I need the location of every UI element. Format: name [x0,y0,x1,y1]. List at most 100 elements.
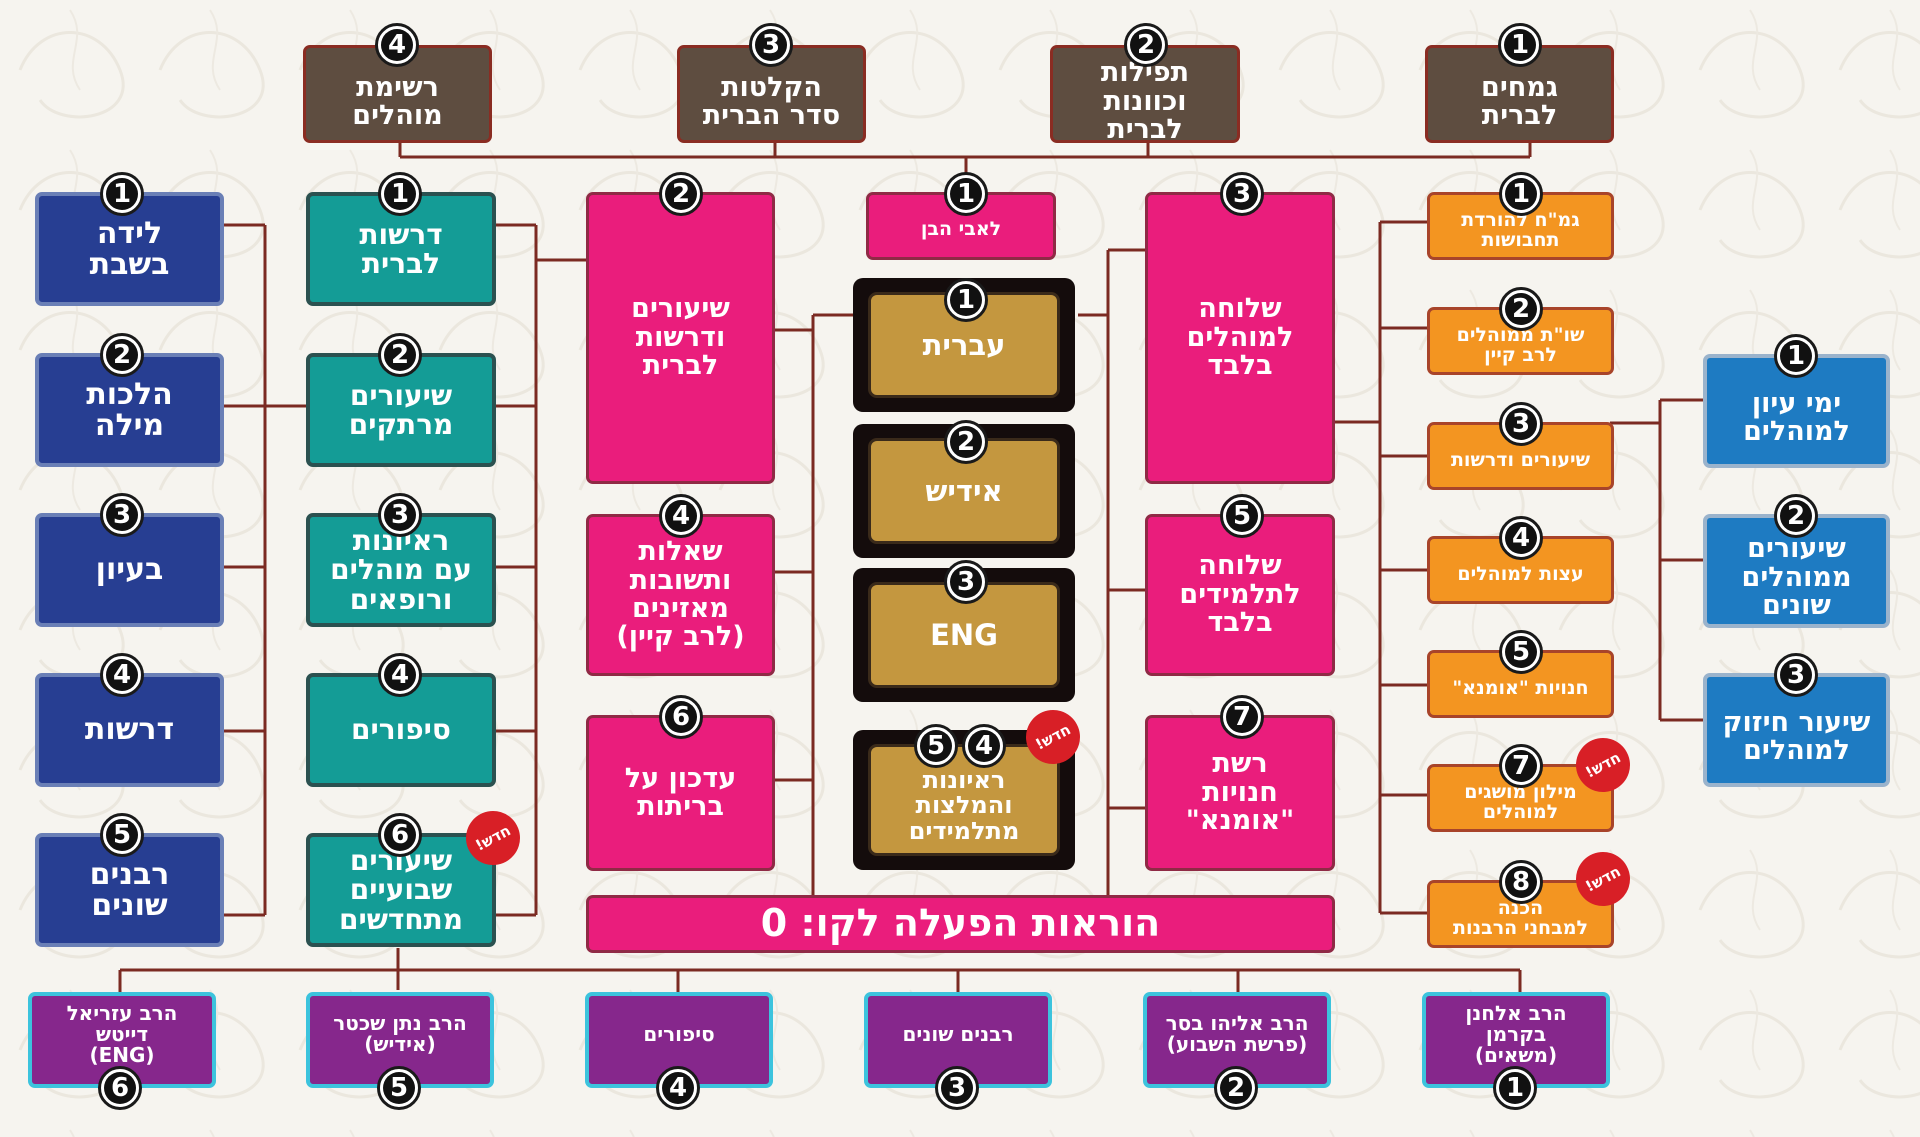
number-circle-icon: 1 [1499,172,1543,216]
blue-item-label: ימי עיון למוהלים [1743,387,1850,447]
orange-item-label: הכנה למבחני הרבנות [1453,897,1588,939]
pink-left-item-6[interactable]: עדכון על בריתות [586,715,775,871]
number-circle-icon: 2 [1124,23,1168,67]
number-circle-icon: 2 [659,172,703,216]
gold-item-label: אידיש [925,473,1003,508]
number-circle-icon: 6 [98,1066,142,1110]
number-circle-icon: 3 [100,493,144,537]
number-circle-icon: 4 [962,724,1006,768]
navy-item-label: רבנים שונים [89,856,170,923]
number-circle-icon: 6 [659,695,703,739]
teal-item-label: ראיונות עם מוהלים ורופאים [330,523,472,616]
number-circle-icon: 3 [749,23,793,67]
number-circle-icon: 1 [1498,23,1542,67]
instructions-bar[interactable]: הוראות הפעלה לקו: 0 [586,895,1335,953]
top-menu-item-3[interactable]: הקלטות סדר הברית [677,45,866,143]
number-circle-icon: 3 [1499,402,1543,446]
number-circle-icon: 5 [1220,494,1264,538]
number-circle-icon: 4 [100,653,144,697]
number-circle-icon: 2 [378,333,422,377]
navy-item-label: הלכות מילה [86,376,173,443]
instructions-bar-label: הוראות הפעלה לקו: 0 [760,901,1161,946]
number-circle-icon: 3 [378,493,422,537]
teal-item-label: שיעורים שבועיים מתחדשים [338,843,464,936]
number-circle-icon: 1 [944,278,988,322]
teal-item-label: סיפורים [351,713,451,747]
bottom-item-label: הרב עזריאל דייטש (ENG) [66,1000,178,1067]
bottom-item-1[interactable]: הרב אלחנן בקרמן (משאים) [1422,992,1610,1088]
orange-item-2[interactable]: שו"ת ממוהלים לרב קיין [1427,307,1614,375]
number-circle-icon: 1 [1774,334,1818,378]
orange-item-label: שיעורים ודרשות [1450,449,1591,472]
number-circle-icon: 2 [1214,1066,1258,1110]
number-circle-icon: 3 [1774,653,1818,697]
pink-item-label: עדכון על בריתות [624,762,737,822]
number-circle-icon: 1 [100,172,144,216]
orange-item-1[interactable]: גמ"ח להורדת תחבושות [1427,192,1614,260]
top-menu-item-1[interactable]: גמחים לברית [1425,45,1614,143]
number-circle-icon: 5 [100,813,144,857]
number-circle-icon: 4 [378,653,422,697]
pink-right-item-5[interactable]: שלוחה לתלמידים בלבד [1145,514,1335,676]
gold-item-1[interactable]: עברית [868,292,1060,398]
bottom-item-label: רבנים שונים [902,1021,1014,1046]
orange-item-label: גמ"ח להורדת תחבושות [1461,209,1580,251]
orange-item-label: שו"ת ממוהלים לרב קיין [1456,324,1585,366]
pink-item-label: שיעורים ודרשות לברית [631,293,730,382]
gold-item-4[interactable]: ראיונות והמלצות מתלמידים [868,744,1060,856]
number-circle-icon: 6 [378,813,422,857]
pink-item-label: שלוחה למוהלים בלבד [1186,293,1294,382]
teal-item-label: דרשות לברית [359,217,443,280]
number-circle-icon: 1 [944,172,988,216]
top-menu-item-label: רשימת מוהלים [352,71,443,131]
number-circle-icon: 3 [944,560,988,604]
number-circle-icon: 2 [944,420,988,464]
blue-item-label: שיעור חיזוק למוהלים [1722,706,1871,766]
number-circle-icon: 5 [1499,630,1543,674]
number-circle-icon: 2 [1774,494,1818,538]
pink-item-label: שאלות ותשובות מאזינים (לרב קיין) [616,536,745,653]
number-circle-icon: 7 [1220,695,1264,739]
number-circle-icon: 1 [378,172,422,216]
pink-item-label: שלוחה לתלמידים בלבד [1179,550,1301,639]
number-circle-icon: 5 [377,1066,421,1110]
number-circle-icon: 1 [1493,1066,1537,1110]
blue-item-label: שיעורים ממוהלים שונים [1741,533,1852,622]
pink-right-item-3[interactable]: שלוחה למוהלים בלבד [1145,192,1335,484]
number-circle-icon: 4 [375,23,419,67]
orange-item-label: מילון מושגים למוהלים [1464,781,1577,823]
number-circle-icon: 4 [656,1066,700,1110]
bottom-item-label: הרב אלחנן בקרמן (משאים) [1465,1000,1567,1067]
number-circle-icon: 2 [1499,287,1543,331]
top-menu-item-label: הקלטות סדר הברית [702,71,841,131]
gold-item-label: עברית [922,327,1006,362]
pink-item-label: רשת חנויות "אומנא" [1185,748,1295,837]
teal-item-4[interactable]: סיפורים [306,673,496,787]
pink-left-item-2[interactable]: שיעורים ודרשות לברית [586,192,775,484]
pink-left-item-4[interactable]: שאלות ותשובות מאזינים (לרב קיין) [586,514,775,676]
navy-item-label: בעיון [95,552,164,588]
orange-item-label: חנויות "אומנא" [1452,677,1589,700]
number-circle-icon: 4 [659,494,703,538]
number-circle-icon: 3 [935,1066,979,1110]
number-circle-icon: 2 [100,333,144,377]
blue-item-2[interactable]: שיעורים ממוהלים שונים [1703,514,1890,628]
bottom-item-label: הרב אליהו בסר (פרשת השבוע) [1165,1011,1309,1056]
navy-item-label: לידה בשבת [89,215,170,282]
top-menu-item-label: תפילות וכוונות לברית [1100,57,1190,146]
orange-item-label: עצות למוהלים [1457,563,1584,586]
pink-item-label: לאבי הבן [920,218,1002,241]
number-circle-icon: 8 [1499,860,1543,904]
number-circle-icon: 7 [1499,744,1543,788]
gold-item-label: ENG [930,617,998,652]
number-circle-icon: 5 [914,724,958,768]
number-circle-icon: 4 [1499,516,1543,560]
bottom-item-label: הרב נתן שכטר (אידיש) [333,1011,467,1056]
bottom-item-label: סיפורים [643,1021,715,1046]
gold-item-label: ראיונות והמלצות מתלמידים [908,766,1020,845]
navy-item-label: דרשות [84,712,175,748]
top-menu-item-label: גמחים לברית [1481,71,1558,131]
teal-item-label: שיעורים מרתקים [348,378,454,441]
pink-right-item-7[interactable]: רשת חנויות "אומנא" [1145,715,1335,871]
number-circle-icon: 3 [1220,172,1264,216]
